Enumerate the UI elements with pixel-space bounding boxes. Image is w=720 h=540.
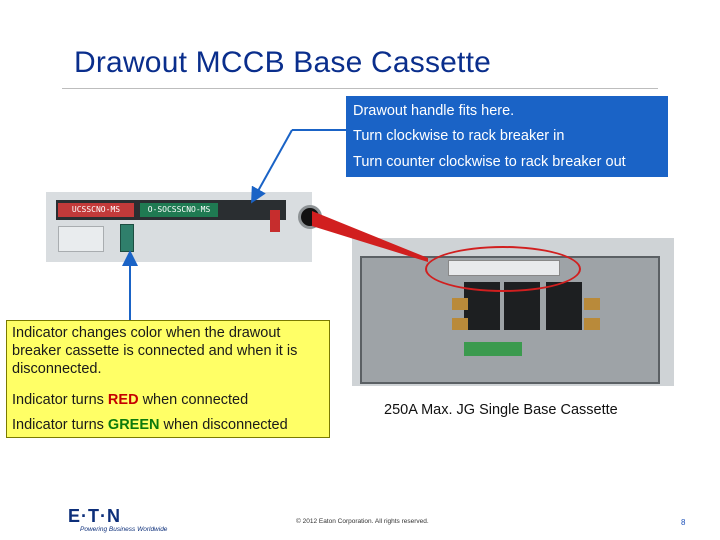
red-prefix: Indicator turns (12, 392, 108, 408)
indicator-callout: Indicator changes color when the drawout… (6, 320, 330, 438)
callout-line-3: Turn counter clockwise to rack breaker o… (353, 154, 626, 170)
indicator-green-line: Indicator turns GREEN when disconnected (12, 417, 288, 433)
label-tag-left: UCSSCNO-MS (58, 203, 134, 217)
red-suffix: when connected (138, 392, 249, 408)
label-tag-right: O-SOCSSCNO-MS (140, 203, 218, 217)
drawout-handle-callout: Drawout handle fits here. Turn clockwise… (346, 96, 668, 177)
terminal-lug (584, 318, 600, 330)
green-word: GREEN (107, 417, 160, 433)
title-divider (62, 88, 658, 89)
callout-line-1: Drawout handle fits here. (353, 103, 515, 119)
indicator-line-1: Indicator changes color when the drawout (12, 325, 281, 341)
slide-title: Drawout MCCB Base Cassette (74, 46, 492, 79)
terminal-lug (452, 298, 468, 310)
highlight-ellipse (425, 246, 581, 292)
terminal-lug (584, 298, 600, 310)
copyright-text: © 2012 Eaton Corporation. All rights res… (296, 518, 429, 525)
terminal-strip-green (464, 342, 522, 356)
callout-line-2: Turn clockwise to rack breaker in (353, 128, 565, 144)
terminal-lug (452, 318, 468, 330)
indicator-line-2: breaker cassette is connected and when i… (12, 343, 298, 359)
eaton-logo: E·T·N (68, 506, 121, 526)
page-number: 8 (681, 518, 686, 527)
green-prefix: Indicator turns (12, 417, 108, 433)
in-marker (270, 210, 280, 232)
label-strip: UCSSCNO-MS O-SOCSSCNO-MS (56, 200, 286, 220)
red-word: RED (107, 392, 139, 408)
indicator-line-3: disconnected. (12, 361, 102, 377)
zoom-connector (312, 211, 428, 262)
indicator-red-line: Indicator turns RED when connected (12, 392, 248, 408)
handle-slot (58, 226, 104, 252)
photo-caption: 250A Max. JG Single Base Cassette (384, 402, 618, 418)
base-cassette-photo (352, 238, 674, 386)
terminal-block (546, 282, 582, 330)
eaton-tagline: Powering Business Worldwide (80, 526, 168, 533)
green-suffix: when disconnected (159, 417, 288, 433)
handle-arrow (251, 129, 293, 204)
cassette-front-panel-photo: UCSSCNO-MS O-SOCSSCNO-MS (46, 192, 322, 262)
